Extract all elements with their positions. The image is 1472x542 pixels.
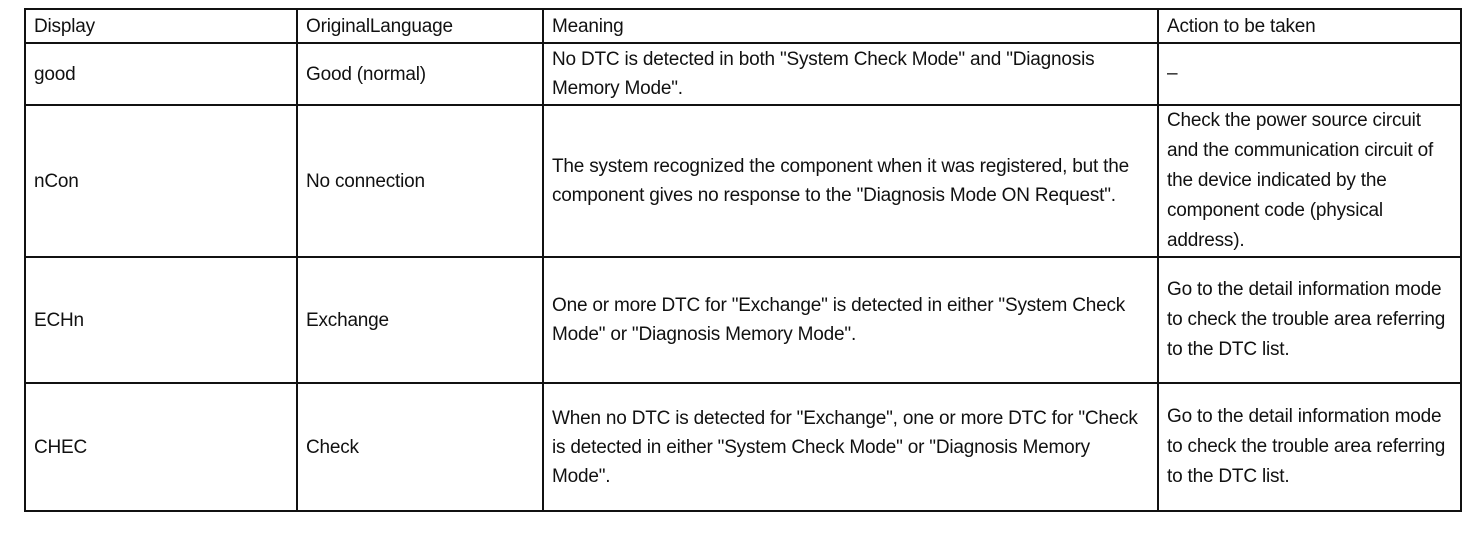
- table-row: good Good (normal) No DTC is detected in…: [24, 42, 1462, 106]
- cell-meaning: When no DTC is detected for "Exchange", …: [542, 382, 1159, 512]
- dtc-display-table: Display OriginalLanguage Meaning Action …: [24, 8, 1462, 512]
- cell-original-language: No connection: [296, 104, 544, 258]
- cell-original-language: Check: [296, 382, 544, 512]
- header-row: Display OriginalLanguage Meaning Action …: [24, 8, 1462, 44]
- table-row: CHEC Check When no DTC is detected for "…: [24, 382, 1462, 512]
- cell-display: nCon: [24, 104, 298, 258]
- cell-meaning: The system recognized the component when…: [542, 104, 1159, 258]
- cell-display: CHEC: [24, 382, 298, 512]
- cell-action: Check the power source circuit and the c…: [1157, 104, 1462, 258]
- cell-meaning: One or more DTC for "Exchange" is detect…: [542, 256, 1159, 384]
- cell-display: ECHn: [24, 256, 298, 384]
- cell-original-language: Good (normal): [296, 42, 544, 106]
- table-row: ECHn Exchange One or more DTC for "Excha…: [24, 256, 1462, 384]
- cell-meaning: No DTC is detected in both "System Check…: [542, 42, 1159, 106]
- header-display: Display: [24, 8, 298, 44]
- cell-action: Go to the detail information mode to che…: [1157, 256, 1462, 384]
- header-original-language: OriginalLanguage: [296, 8, 544, 44]
- header-action: Action to be taken: [1157, 8, 1462, 44]
- cell-display: good: [24, 42, 298, 106]
- table-row: nCon No connection The system recognized…: [24, 104, 1462, 258]
- cell-action: Go to the detail information mode to che…: [1157, 382, 1462, 512]
- cell-action: –: [1157, 42, 1462, 106]
- cell-original-language: Exchange: [296, 256, 544, 384]
- header-meaning: Meaning: [542, 8, 1159, 44]
